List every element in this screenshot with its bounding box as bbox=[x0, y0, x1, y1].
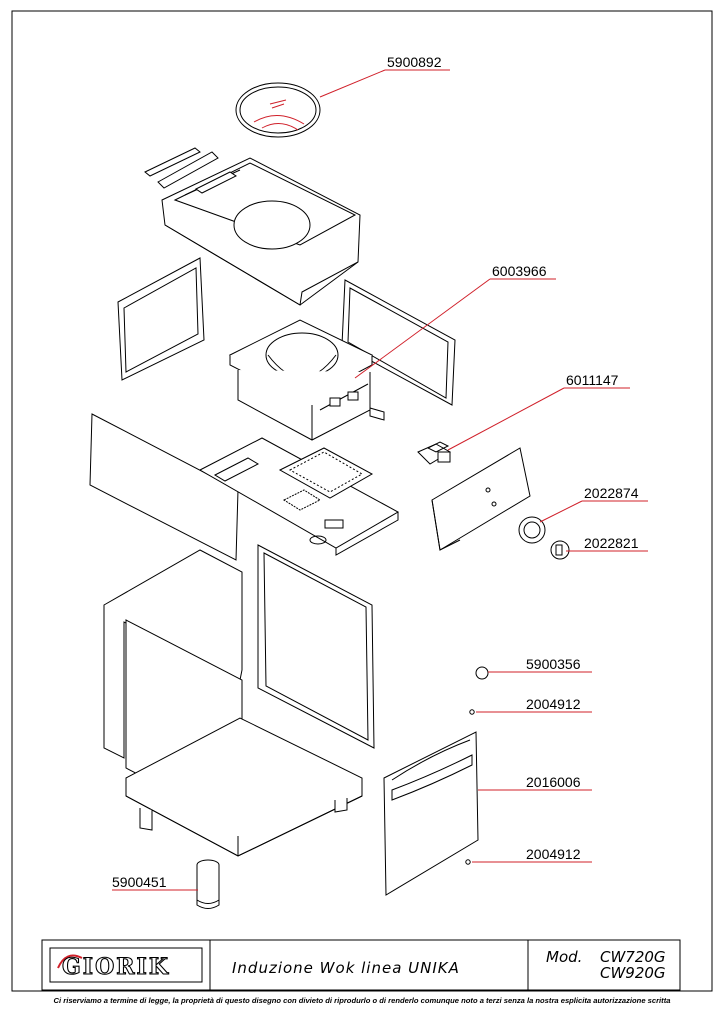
base bbox=[125, 717, 363, 857]
part-number: 2022874 bbox=[584, 485, 639, 501]
model-2: CW920G bbox=[600, 964, 666, 982]
logo-text: GIORIK bbox=[62, 954, 170, 980]
part-number: 5900892 bbox=[387, 54, 442, 70]
top-rails bbox=[144, 147, 219, 189]
part-number: 2004912 bbox=[526, 846, 581, 862]
control-knob bbox=[550, 540, 570, 560]
part-number: 5900356 bbox=[526, 656, 581, 672]
part-number: 6003966 bbox=[492, 263, 547, 279]
screw-lower bbox=[465, 859, 471, 865]
part-number: 5900451 bbox=[112, 874, 167, 890]
lower-right-frame bbox=[257, 544, 375, 749]
indicator-lamp bbox=[475, 666, 489, 680]
part-number: 2004912 bbox=[526, 696, 581, 712]
drawing-title: Induzione Wok linea UNIKA bbox=[232, 959, 460, 977]
part-number: 2022821 bbox=[584, 535, 639, 551]
worktop bbox=[161, 157, 361, 306]
model-1: CW720G bbox=[600, 948, 666, 966]
logo-swoosh-icon bbox=[57, 954, 83, 969]
drawing-frame bbox=[11, 10, 713, 992]
part-number: 2016006 bbox=[526, 774, 581, 790]
model-label: Mod. bbox=[546, 948, 582, 966]
title-block: GIORIK Induzione Wok linea UNIKA Mod. CW… bbox=[41, 939, 681, 991]
right-side-panel bbox=[341, 279, 456, 406]
front-upper-panel bbox=[89, 413, 239, 561]
induction-module bbox=[228, 319, 385, 441]
door-panel bbox=[383, 731, 479, 896]
wok-bowl bbox=[235, 82, 321, 138]
switch-component bbox=[417, 441, 451, 465]
part-number: 6011147 bbox=[566, 372, 619, 388]
leader-lines bbox=[112, 69, 648, 891]
screw-upper bbox=[469, 709, 475, 715]
control-panel bbox=[431, 447, 531, 551]
logo-box bbox=[49, 947, 203, 983]
foot bbox=[196, 859, 220, 909]
part-labels: 5900892 6003966 6011147 2022874 2022821 … bbox=[112, 54, 639, 890]
inner-plate bbox=[198, 437, 400, 556]
left-back-panel bbox=[117, 257, 205, 381]
copyright-footer: Ci riserviamo a termine di legge, la pro… bbox=[53, 996, 671, 1005]
knob-bezel bbox=[518, 516, 546, 544]
